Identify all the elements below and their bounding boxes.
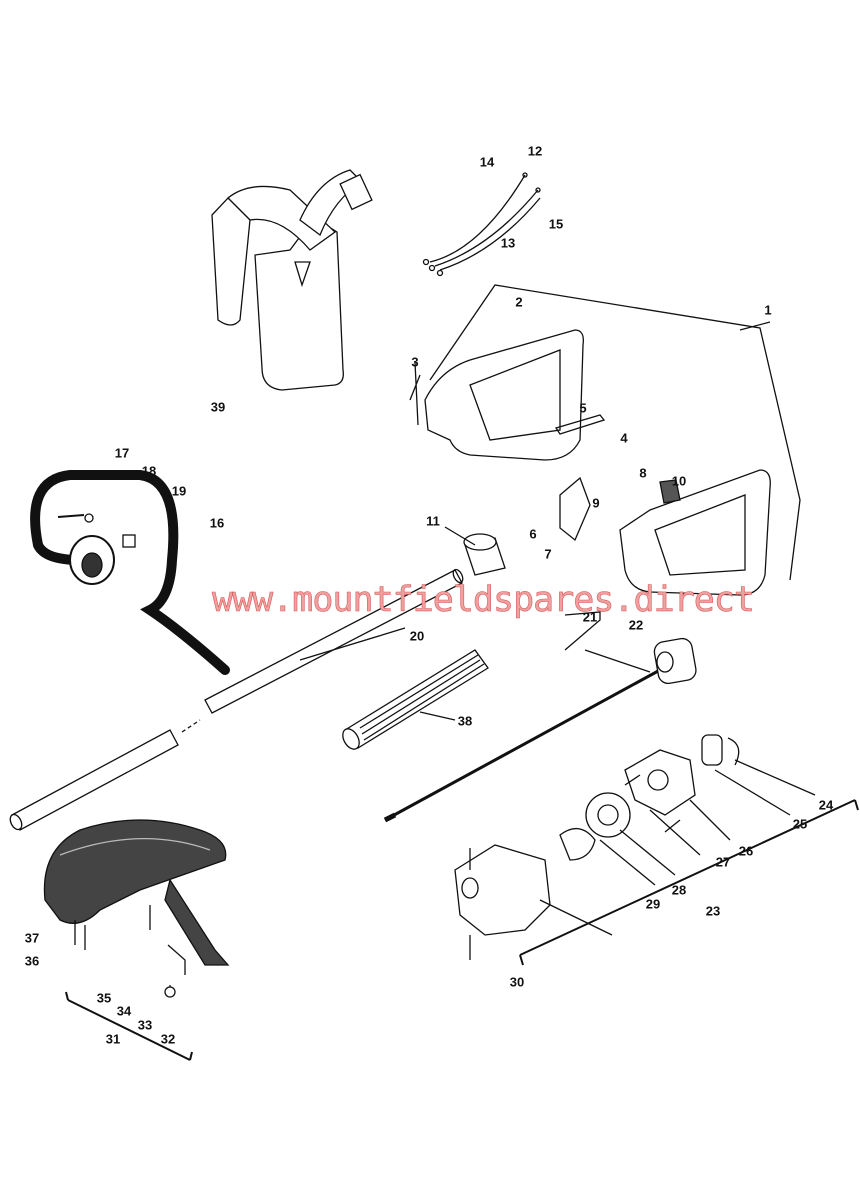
loop-handle-drawing xyxy=(30,470,230,675)
drive-shaft-drawing xyxy=(383,611,697,823)
callout-13: 13 xyxy=(500,235,516,251)
callout-16: 16 xyxy=(209,515,225,531)
gear-head-drawing xyxy=(454,734,859,966)
guard-drawing xyxy=(43,819,230,1061)
callout-39: 39 xyxy=(210,399,226,415)
callout-7: 7 xyxy=(544,546,552,562)
callout-15: 15 xyxy=(548,216,564,232)
callout-27: 27 xyxy=(715,854,731,870)
sleeve-drawing xyxy=(444,526,506,576)
callout-23: 23 xyxy=(705,903,721,919)
callout-9: 9 xyxy=(592,495,600,511)
wiring-harness-drawing xyxy=(422,172,541,277)
callout-17: 17 xyxy=(114,445,130,461)
callout-8: 8 xyxy=(639,465,647,481)
callout-37: 37 xyxy=(24,930,40,946)
callout-21: 21 xyxy=(582,609,598,625)
callout-10: 10 xyxy=(671,473,687,489)
harness-drawing xyxy=(211,169,373,391)
callout-25: 25 xyxy=(792,816,808,832)
callout-35: 35 xyxy=(96,990,112,1006)
grip-sleeve-drawing xyxy=(342,649,489,750)
callout-26: 26 xyxy=(738,843,754,859)
callout-20: 20 xyxy=(409,628,425,644)
watermark: www.mountfieldspares.direct xyxy=(212,580,756,621)
callout-14: 14 xyxy=(479,154,495,170)
callout-38: 38 xyxy=(457,713,473,729)
callout-24: 24 xyxy=(818,797,834,813)
callout-2: 2 xyxy=(515,294,523,310)
handle-housing-drawing xyxy=(409,284,801,596)
callout-31: 31 xyxy=(105,1031,121,1047)
callout-18: 18 xyxy=(141,463,157,479)
callout-6: 6 xyxy=(529,526,537,542)
callout-3: 3 xyxy=(411,354,419,370)
callout-29: 29 xyxy=(645,896,661,912)
callout-1: 1 xyxy=(764,302,772,318)
callout-33: 33 xyxy=(137,1017,153,1033)
callout-32: 32 xyxy=(160,1031,176,1047)
callout-11: 11 xyxy=(426,513,440,529)
callout-22: 22 xyxy=(628,617,644,633)
callout-36: 36 xyxy=(24,953,40,969)
drive-tube-drawing xyxy=(9,568,464,831)
callout-4: 4 xyxy=(620,430,628,446)
callout-12: 12 xyxy=(527,143,543,159)
callout-30: 30 xyxy=(509,974,525,990)
callout-19: 19 xyxy=(171,483,187,499)
callout-34: 34 xyxy=(116,1003,132,1019)
callout-5: 5 xyxy=(579,400,587,416)
callout-28: 28 xyxy=(671,882,687,898)
